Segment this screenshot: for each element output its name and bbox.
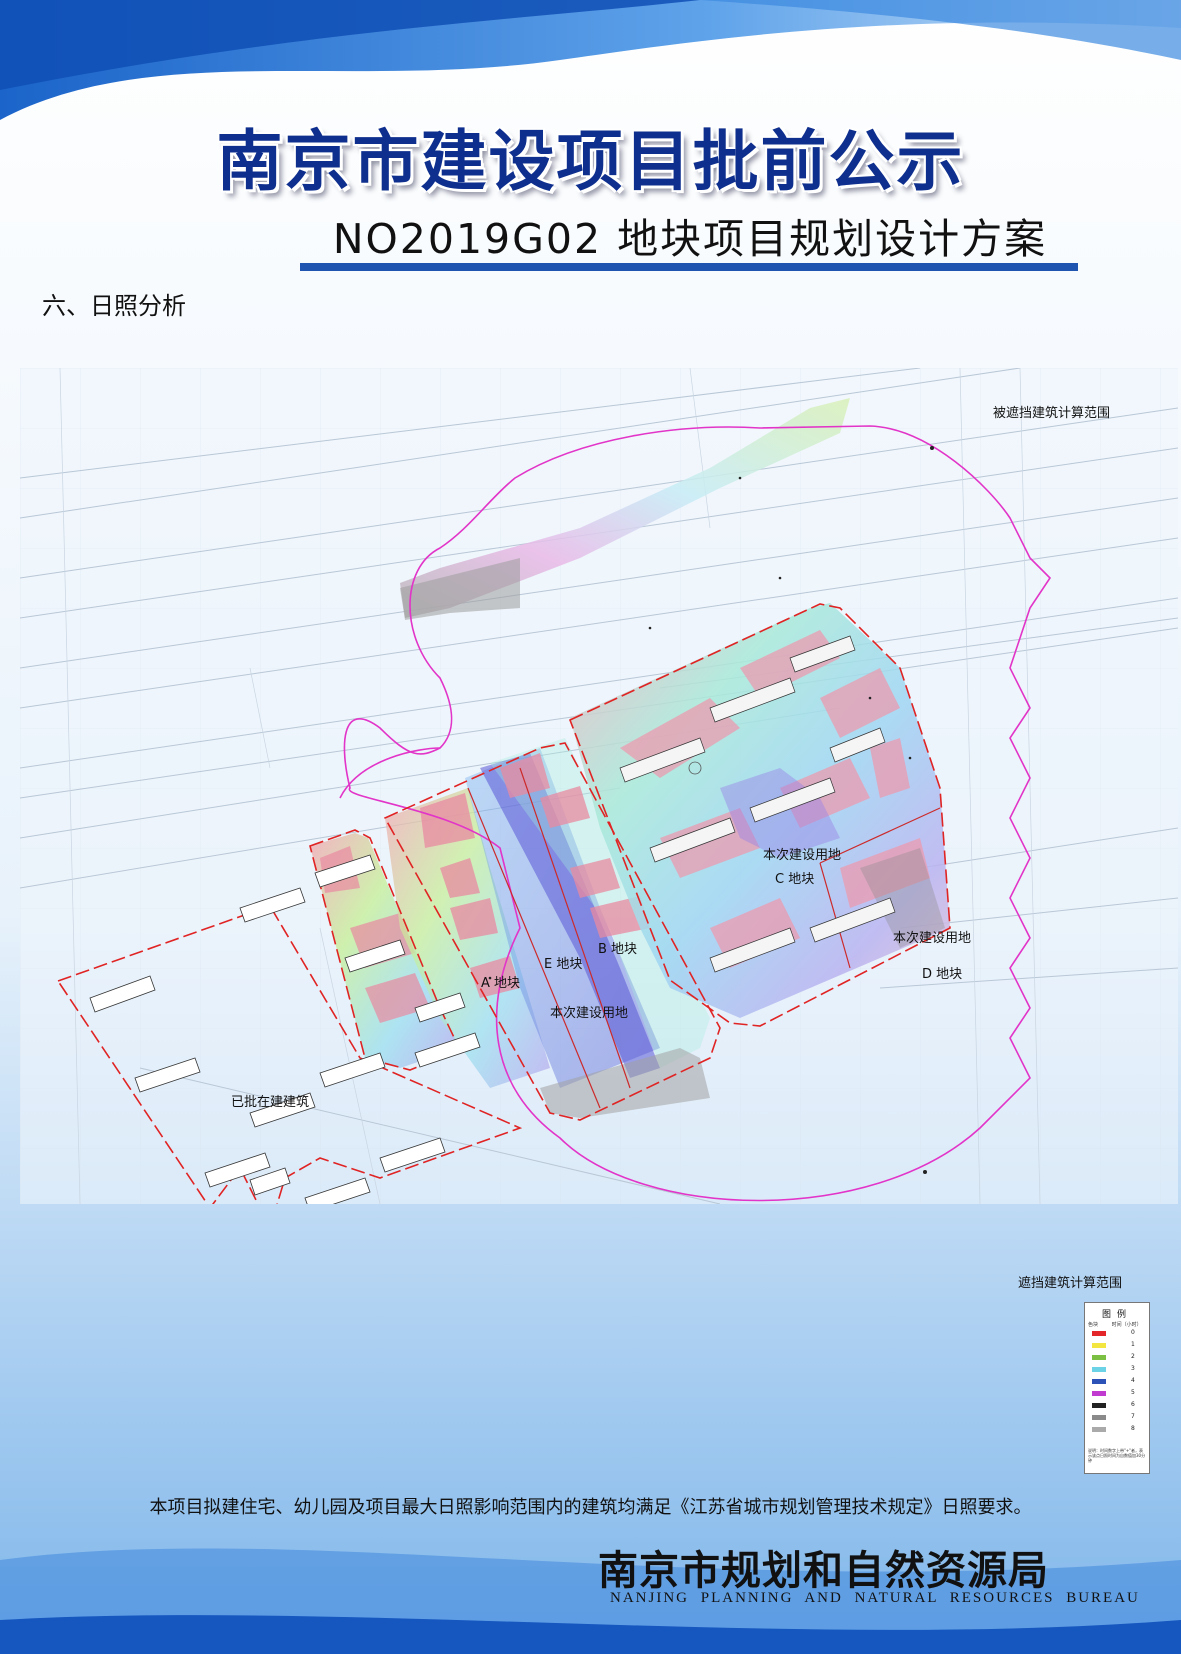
shading-range-label: 遮挡建筑计算范围	[1018, 1276, 1123, 1291]
legend-swatch	[1092, 1415, 1106, 1420]
bureau-name-cn: 南京市规划和自然资源局	[598, 1547, 1049, 1594]
legend-swatch	[1092, 1391, 1106, 1396]
legend-color-header: 色块	[1088, 1322, 1099, 1328]
plot-c-note-label: 本次建设用地	[763, 848, 842, 863]
approved-buildings	[89, 854, 481, 1213]
legend-value: 4	[1131, 1377, 1135, 1384]
legend-title: 图例	[1101, 1310, 1132, 1320]
legend-note: 说明：时间数字上带"+"者，表示该点日照时间为自数值加30分钟	[1088, 1448, 1146, 1463]
plot-e-label: E 地块	[544, 957, 583, 972]
shaded-range-boundary	[343, 425, 1052, 1202]
legend-value: 3	[1131, 1365, 1135, 1372]
legend-time-header: 时间（小时）	[1111, 1322, 1142, 1328]
bureau-name-en: NANJING PLANNING AND NATURAL RESOURCES B…	[610, 1590, 1140, 1606]
sunlight-analysis-map: 被遮挡建筑计算范围 遮挡建筑计算范围 已批在建建筑 A 地块 E 地块 B 地块…	[19, 367, 1179, 1291]
plot-c-label: C 地块	[775, 872, 815, 887]
section-title: 六、日照分析	[42, 292, 186, 320]
legend-item: 2	[1092, 1353, 1146, 1361]
legend-header: 色块 时间（小时）	[1088, 1321, 1146, 1328]
legend-swatch	[1092, 1367, 1106, 1372]
project-subtitle: NO2019G02 地块项目规划设计方案	[332, 215, 1048, 263]
legend-item: 7	[1092, 1413, 1146, 1421]
plot-d-label: D 地块	[922, 967, 963, 982]
legend-item: 6	[1092, 1401, 1146, 1409]
legend-value: 5	[1131, 1389, 1135, 1396]
legend-value: 6	[1131, 1401, 1135, 1408]
legend-item: 1	[1092, 1341, 1146, 1349]
plot-a-label: A 地块	[481, 976, 521, 991]
legend-swatch	[1092, 1379, 1106, 1384]
plot-b-label: B 地块	[598, 942, 638, 957]
legend-swatch	[1092, 1355, 1106, 1360]
conclusion-text: 本项目拟建住宅、幼儿园及项目最大日照影响范围内的建筑均满足《江苏省城市规划管理技…	[149, 1497, 1032, 1518]
legend-swatch	[1092, 1331, 1106, 1336]
legend-swatch	[1092, 1343, 1106, 1348]
legend-item: 8	[1092, 1425, 1146, 1433]
legend: 图例 色块 时间（小时） 0 1 2 3 4 5 6 7 8 说明：时间数字上带"+"者，表示该…	[1084, 1302, 1150, 1474]
approved-buildings-label: 已批在建建筑	[231, 1095, 310, 1110]
legend-value: 8	[1131, 1425, 1135, 1432]
legend-item: 0	[1092, 1329, 1146, 1337]
subtitle-rule	[300, 263, 1078, 271]
plot-d-note-label: 本次建设用地	[893, 931, 972, 946]
legend-item: 4	[1092, 1377, 1146, 1385]
site-plan-drawing	[19, 367, 1179, 1231]
legend-value: 0	[1131, 1329, 1135, 1336]
legend-value: 1	[1131, 1341, 1135, 1348]
legend-value: 2	[1131, 1353, 1135, 1360]
legend-item: 5	[1092, 1389, 1146, 1397]
legend-swatch	[1092, 1427, 1106, 1432]
shaded-range-label: 被遮挡建筑计算范围	[993, 406, 1111, 421]
legend-swatch	[1092, 1403, 1106, 1408]
page-title: 南京市建设项目批前公示	[216, 122, 965, 200]
plot-e-note-label: 本次建设用地	[550, 1006, 629, 1021]
legend-value: 7	[1131, 1413, 1135, 1420]
legend-item: 3	[1092, 1365, 1146, 1373]
